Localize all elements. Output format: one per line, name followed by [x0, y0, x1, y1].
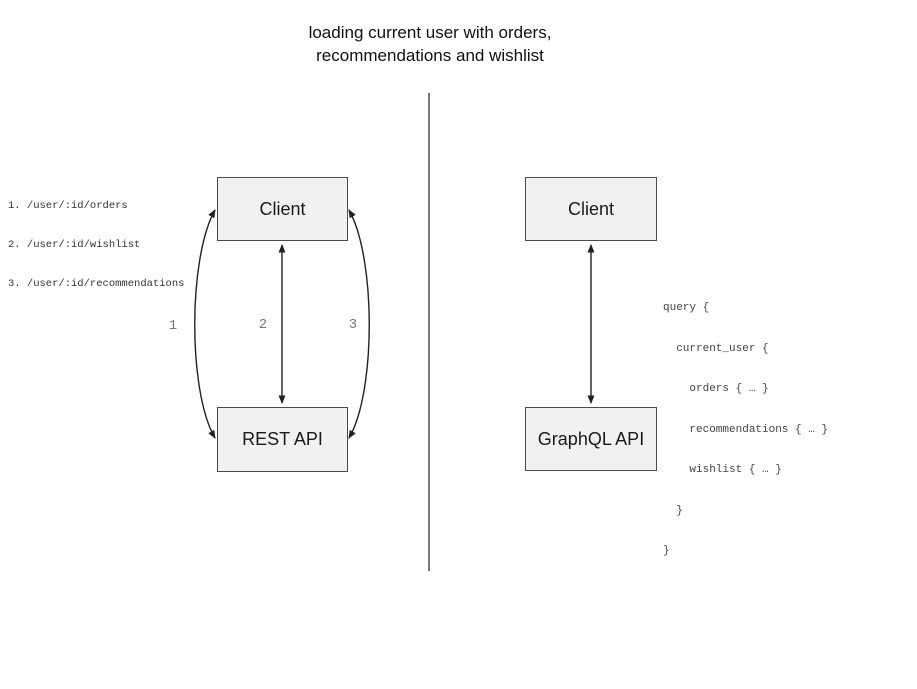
diagram-title: loading current user with orders, recomm… — [308, 23, 552, 65]
arrow-label-2: 2 — [258, 317, 268, 333]
rest-endpoints-list: 1. /user/:id/orders 2. /user/:id/wishlis… — [8, 174, 184, 317]
client-box-right: Client — [525, 177, 657, 241]
arrow-label-3: 3 — [348, 317, 358, 333]
endpoint-item: 3. /user/:id/recommendations — [8, 278, 185, 290]
client-box-left: Client — [217, 177, 348, 241]
graphql-query-code: query { current_user { orders { … } reco… — [663, 275, 828, 586]
graphql-api-box-label: GraphQL API — [537, 428, 645, 449]
query-line: } — [663, 545, 670, 557]
client-box-right-label: Client — [567, 198, 615, 219]
endpoint-item: 1. /user/:id/orders — [8, 200, 128, 212]
query-line: orders { … } — [663, 383, 769, 395]
query-line: } — [663, 504, 683, 517]
rest-api-box-label: REST API — [242, 429, 323, 449]
endpoint-item: 2. /user/:id/wishlist — [8, 239, 141, 251]
graphql-api-box: GraphQL API — [525, 407, 657, 471]
query-line: query { — [663, 302, 710, 314]
client-box-left-label: Client — [259, 198, 306, 219]
arrow-label-1: 1 — [168, 318, 178, 334]
query-line: recommendations { … } — [663, 423, 829, 436]
query-line: wishlist { … } — [663, 464, 782, 476]
rest-api-box: REST API — [217, 407, 348, 472]
rest-arrow-3-curve — [348, 209, 370, 439]
query-line: current_user { — [663, 342, 769, 355]
rest-arrow-1-curve — [194, 209, 216, 439]
